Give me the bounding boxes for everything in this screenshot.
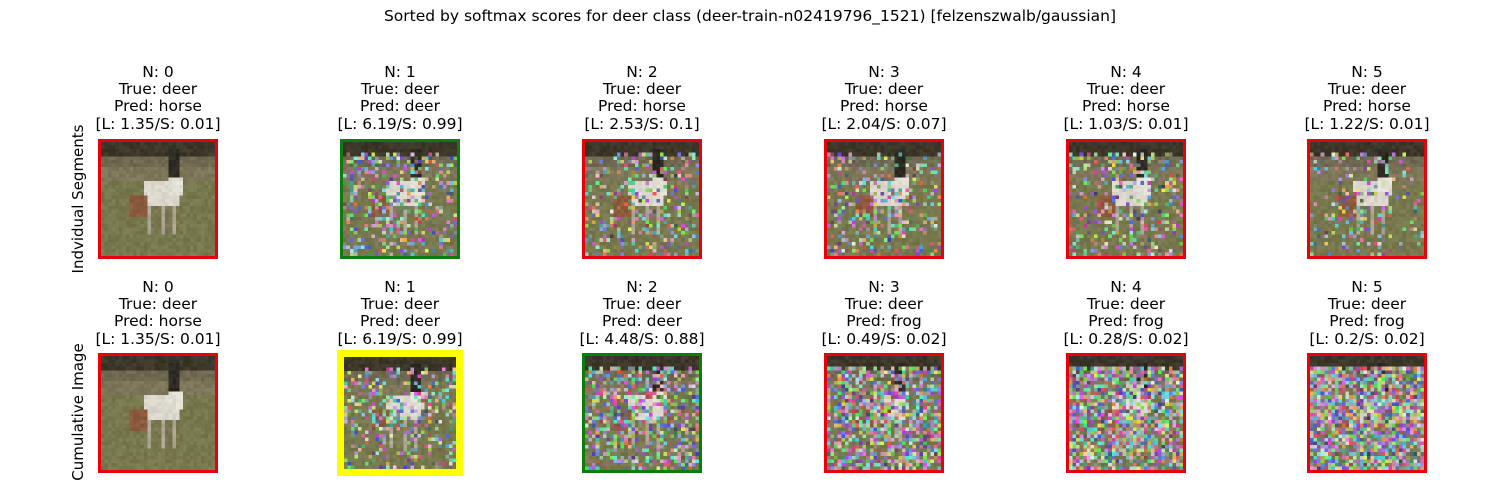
thumbnail-image <box>340 139 460 259</box>
panel-true-label: True: deer <box>844 295 924 314</box>
panel-scores: [L: 1.03/S: 0.01] <box>1063 114 1189 133</box>
panel-true-label: True: deer <box>1086 295 1166 314</box>
panel-index: N: 4 <box>1110 278 1142 296</box>
panel-scores: [L: 2.04/S: 0.07] <box>821 114 947 133</box>
thumbnail-image <box>1307 139 1427 259</box>
panel-index: N: 5 <box>1351 63 1383 81</box>
panel-index: N: 4 <box>1110 63 1142 81</box>
panel-index: N: 2 <box>626 63 658 81</box>
panel-true-label: True: deer <box>602 80 682 99</box>
panel-scores: [L: 4.48/S: 0.88] <box>579 329 705 348</box>
figure-title: Sorted by softmax scores for deer class … <box>383 7 1117 25</box>
thumbnail-image <box>582 139 702 259</box>
panel-true-label: True: deer <box>844 80 924 99</box>
panel-true-label: True: deer <box>118 80 198 99</box>
deer-photo <box>101 356 215 470</box>
panel-scores: [L: 6.19/S: 0.99] <box>337 329 463 348</box>
thumbnail-image <box>98 353 218 473</box>
panel-true-label: True: deer <box>1327 80 1407 99</box>
panel-true-label: True: deer <box>1327 295 1407 314</box>
row-label-individual: Indvidual Segments <box>69 124 87 274</box>
panel-pred-label: Pred: horse <box>598 97 686 116</box>
panel-pred-label: Pred: frog <box>1088 312 1164 331</box>
panel-index: N: 3 <box>868 63 900 81</box>
panel-pred-label: Pred: horse <box>114 312 202 331</box>
panel-scores: [L: 1.35/S: 0.01] <box>95 114 221 133</box>
panel-scores: [L: 0.49/S: 0.02] <box>821 329 947 348</box>
panel-true-label: True: deer <box>1086 80 1166 99</box>
panel-pred-label: Pred: horse <box>840 97 928 116</box>
deer-photo <box>827 142 941 256</box>
panel-index: N: 1 <box>384 278 416 296</box>
panel-pred-label: Pred: horse <box>1082 97 1170 116</box>
panel-true-label: True: deer <box>360 295 440 314</box>
deer-photo <box>1069 356 1183 470</box>
panel-index: N: 2 <box>626 278 658 296</box>
panel-scores: [L: 1.35/S: 0.01] <box>95 329 221 348</box>
deer-photo <box>101 142 215 256</box>
thumbnail-image <box>1066 139 1186 259</box>
thumbnail-image <box>1066 353 1186 473</box>
deer-photo <box>1310 142 1424 256</box>
panel-index: N: 3 <box>868 278 900 296</box>
thumbnail-image <box>98 139 218 259</box>
deer-photo <box>1069 142 1183 256</box>
deer-photo <box>344 357 456 469</box>
thumbnail-image <box>582 353 702 473</box>
panel-index: N: 5 <box>1351 278 1383 296</box>
panel-pred-label: Pred: frog <box>846 312 922 331</box>
panel-pred-label: Pred: deer <box>602 312 682 331</box>
deer-photo <box>1310 356 1424 470</box>
panel-true-label: True: deer <box>602 295 682 314</box>
deer-photo <box>827 356 941 470</box>
panel-true-label: True: deer <box>360 80 440 99</box>
panel-index: N: 1 <box>384 63 416 81</box>
thumbnail-image <box>1307 353 1427 473</box>
panel-true-label: True: deer <box>118 295 198 314</box>
panel-index: N: 0 <box>142 278 174 296</box>
panel-scores: [L: 6.19/S: 0.99] <box>337 114 463 133</box>
panel-scores: [L: 1.22/S: 0.01] <box>1304 114 1430 133</box>
panel-pred-label: Pred: deer <box>360 312 440 331</box>
deer-photo <box>585 356 699 470</box>
panel-pred-label: Pred: frog <box>1329 312 1405 331</box>
panel-scores: [L: 0.2/S: 0.02] <box>1309 329 1425 348</box>
deer-photo <box>343 142 457 256</box>
deer-photo <box>585 142 699 256</box>
panel-pred-label: Pred: deer <box>360 97 440 116</box>
panel-pred-label: Pred: horse <box>1323 97 1411 116</box>
row-label-cumulative: Cumulative Image <box>69 343 87 481</box>
panel-pred-label: Pred: horse <box>114 97 202 116</box>
thumbnail-image <box>824 139 944 259</box>
thumbnail-image <box>337 350 463 476</box>
panel-index: N: 0 <box>142 63 174 81</box>
panel-scores: [L: 2.53/S: 0.1] <box>584 114 700 133</box>
thumbnail-image <box>824 353 944 473</box>
panel-scores: [L: 0.28/S: 0.02] <box>1063 329 1189 348</box>
